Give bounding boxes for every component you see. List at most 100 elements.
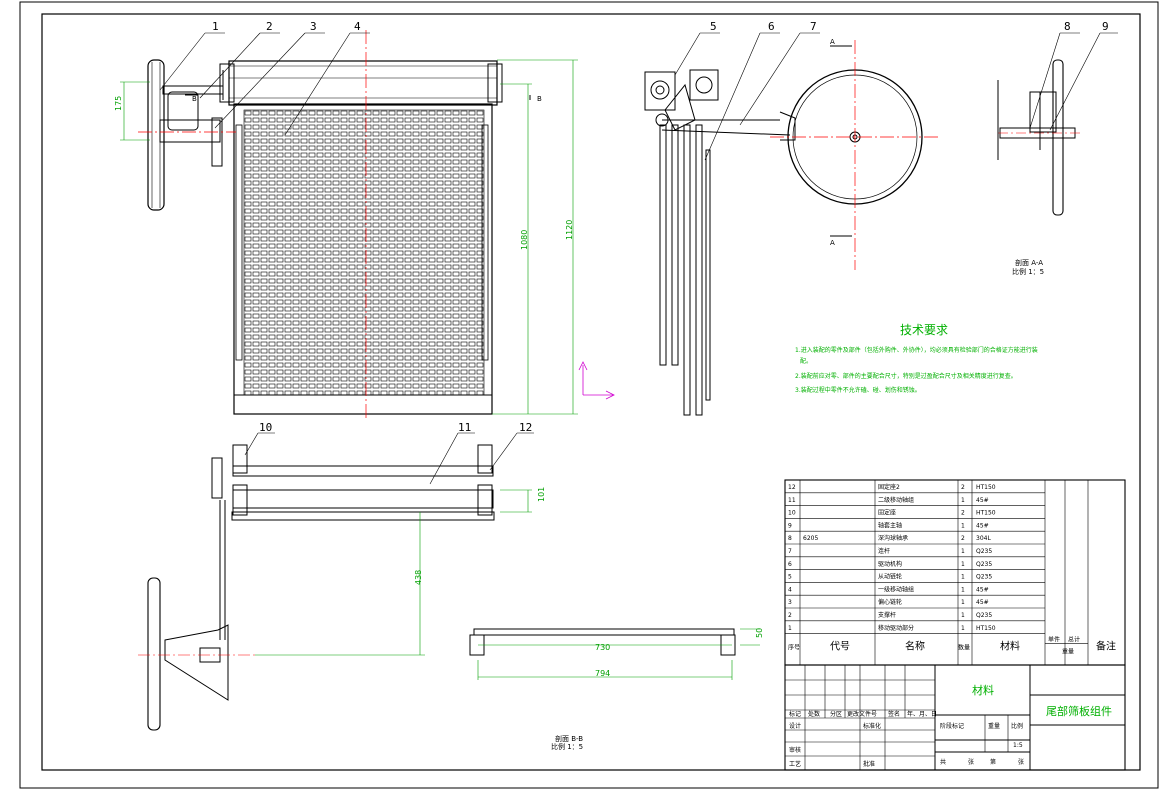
tb-label-approve: 批准 <box>863 760 875 768</box>
bom-row-no: 4 <box>788 586 792 593</box>
side-view: A A 5 6 7 <box>644 20 940 416</box>
balloon-4: 4 <box>354 20 361 33</box>
tb-label-total: 共 <box>940 758 946 766</box>
bom-row-no: 9 <box>788 522 792 529</box>
caption-bb-scale: 比例 1：5 <box>551 742 583 751</box>
bom-row-name: 从动链轮 <box>878 573 902 581</box>
dimension-1080: 1080 <box>520 230 529 250</box>
caption-aa-scale: 比例 1：5 <box>1012 267 1044 276</box>
bom-header-name: 名称 <box>905 640 925 653</box>
bom-row-name: 轴套主轴 <box>878 521 902 529</box>
bom-row-qty: 1 <box>961 625 965 632</box>
tb-label-change-doc: 更改文件号 <box>847 710 877 718</box>
tb-label-process: 工艺 <box>789 760 801 768</box>
bom-row-name: 移动驱动部分 <box>878 624 914 632</box>
balloon-7: 7 <box>810 20 817 33</box>
bom-row-material: HT150 <box>976 484 996 491</box>
bom-row-name: 固定座 <box>878 509 896 517</box>
bom-row-no: 6 <box>788 561 792 568</box>
tb-label-design: 设计 <box>789 722 801 730</box>
bom-row-name: 固定座2 <box>878 483 900 491</box>
caption-aa-name: 剖面 A-A <box>1015 258 1043 267</box>
title-block: 材料 尾部筛板组件 标记 处数 分区 更改文件号 签名 年、月、日 设计 标准化… <box>784 664 1126 771</box>
bom-row-name: 二级移动轴组 <box>878 496 914 504</box>
bom-row-name: 支撑杆 <box>878 611 896 619</box>
section-label-a-top: A <box>830 38 835 46</box>
bom-row-name: 连杆 <box>878 547 890 555</box>
bom-row-material: Q235 <box>976 574 992 581</box>
balloon-2: 2 <box>266 20 273 33</box>
tb-label-mark: 标记 <box>789 710 801 718</box>
bom-row-qty: 1 <box>961 497 965 504</box>
bom-row-no: 7 <box>788 548 792 555</box>
balloon-11: 11 <box>458 421 471 434</box>
tech-req-line-2: 配。 <box>800 358 812 365</box>
top-view: 730 794 50 <box>469 628 764 680</box>
tech-requirements: 技术要求 1.进入装配的零件及部件（包括外购件、外协件），均必须具有检验部门的合… <box>795 323 1038 394</box>
section-aa-view: 8 9 剖面 A-A 比例 1：5 <box>997 20 1118 276</box>
bom-row-name: 一级移动轴组 <box>878 585 914 593</box>
bom-header-remark: 备注 <box>1096 640 1116 653</box>
dimension-1120: 1120 <box>565 220 574 240</box>
bom-header-no: 序号 <box>788 644 800 652</box>
tb-label-count: 处数 <box>808 710 820 718</box>
bom-row-qty: 1 <box>961 612 965 619</box>
dimension-50: 50 <box>755 628 764 638</box>
tb-label-sheet-2: 张 <box>1018 758 1024 766</box>
bom-row-material: HT150 <box>976 510 996 517</box>
outer-frame <box>19 1 1159 789</box>
balloon-10: 10 <box>259 421 272 434</box>
bom-row-material: Q235 <box>976 561 992 568</box>
dimension-794: 794 <box>595 669 610 678</box>
balloon-9: 9 <box>1102 20 1109 33</box>
tech-req-title: 技术要求 <box>900 323 948 337</box>
tb-label-standardize: 标准化 <box>863 722 881 730</box>
tb-label-audit: 审核 <box>789 746 801 754</box>
bom-row-qty: 1 <box>961 522 965 529</box>
bom-row-code: 6205 <box>803 535 818 542</box>
balloon-3: 3 <box>310 20 317 33</box>
bom-row-material: 45# <box>976 522 989 529</box>
bom-row-material: HT150 <box>976 625 996 632</box>
bom-row-name: 深沟球轴承 <box>878 534 908 542</box>
tech-req-line-4: 3.装配过程中零件不允许磕、碰、划伤和锈蚀。 <box>795 386 921 394</box>
bom-row-name: 驱动机构 <box>878 560 902 568</box>
bom-row-qty: 1 <box>961 561 965 568</box>
bom-header-unit-weight: 单件 <box>1048 636 1060 644</box>
bom-row-no: 12 <box>788 484 796 491</box>
balloon-12: 12 <box>519 421 532 434</box>
bom-row-no: 8 <box>788 535 792 542</box>
bom-row-no: 2 <box>788 612 792 619</box>
bom-row-material: Q235 <box>976 548 992 555</box>
title-material-label: 材料 <box>972 683 994 697</box>
section-bb-view: 101 438 10 11 12 剖面 B-B 比例 1：5 <box>138 421 583 751</box>
bom-row-material: 45# <box>976 497 989 504</box>
balloon-8: 8 <box>1064 20 1071 33</box>
section-label-b-left: B <box>192 95 197 103</box>
tb-label-stage-mark: 阶段标记 <box>940 722 964 730</box>
bom-row-no: 5 <box>788 574 792 581</box>
bom-row-material: 45# <box>976 586 989 593</box>
bom-header-qty: 数量 <box>958 644 970 652</box>
bom-row-no: 10 <box>788 510 796 517</box>
bom-row-qty: 2 <box>961 484 965 491</box>
bom-row-no: 11 <box>788 497 796 504</box>
tb-label-zone: 分区 <box>830 710 842 718</box>
tb-label-sheet-1: 张 <box>968 758 974 766</box>
section-label-b-right: B <box>537 95 542 103</box>
balloon-5: 5 <box>710 20 717 33</box>
section-label-a-bottom: A <box>830 239 835 247</box>
dimension-730: 730 <box>595 643 610 652</box>
balloon-1: 1 <box>212 20 219 33</box>
bom-row-qty: 1 <box>961 586 965 593</box>
bom-row-no: 3 <box>788 599 792 606</box>
dimension-175: 175 <box>114 96 123 111</box>
bom-row-qty: 1 <box>961 599 965 606</box>
dimension-101: 101 <box>537 487 546 502</box>
bom-row-no: 1 <box>788 625 792 632</box>
bom-header-weight: 重量 <box>1062 648 1074 656</box>
bom-header-material: 材料 <box>1000 640 1020 653</box>
front-view: B B 175 1080 1120 1 2 3 4 <box>114 20 615 420</box>
